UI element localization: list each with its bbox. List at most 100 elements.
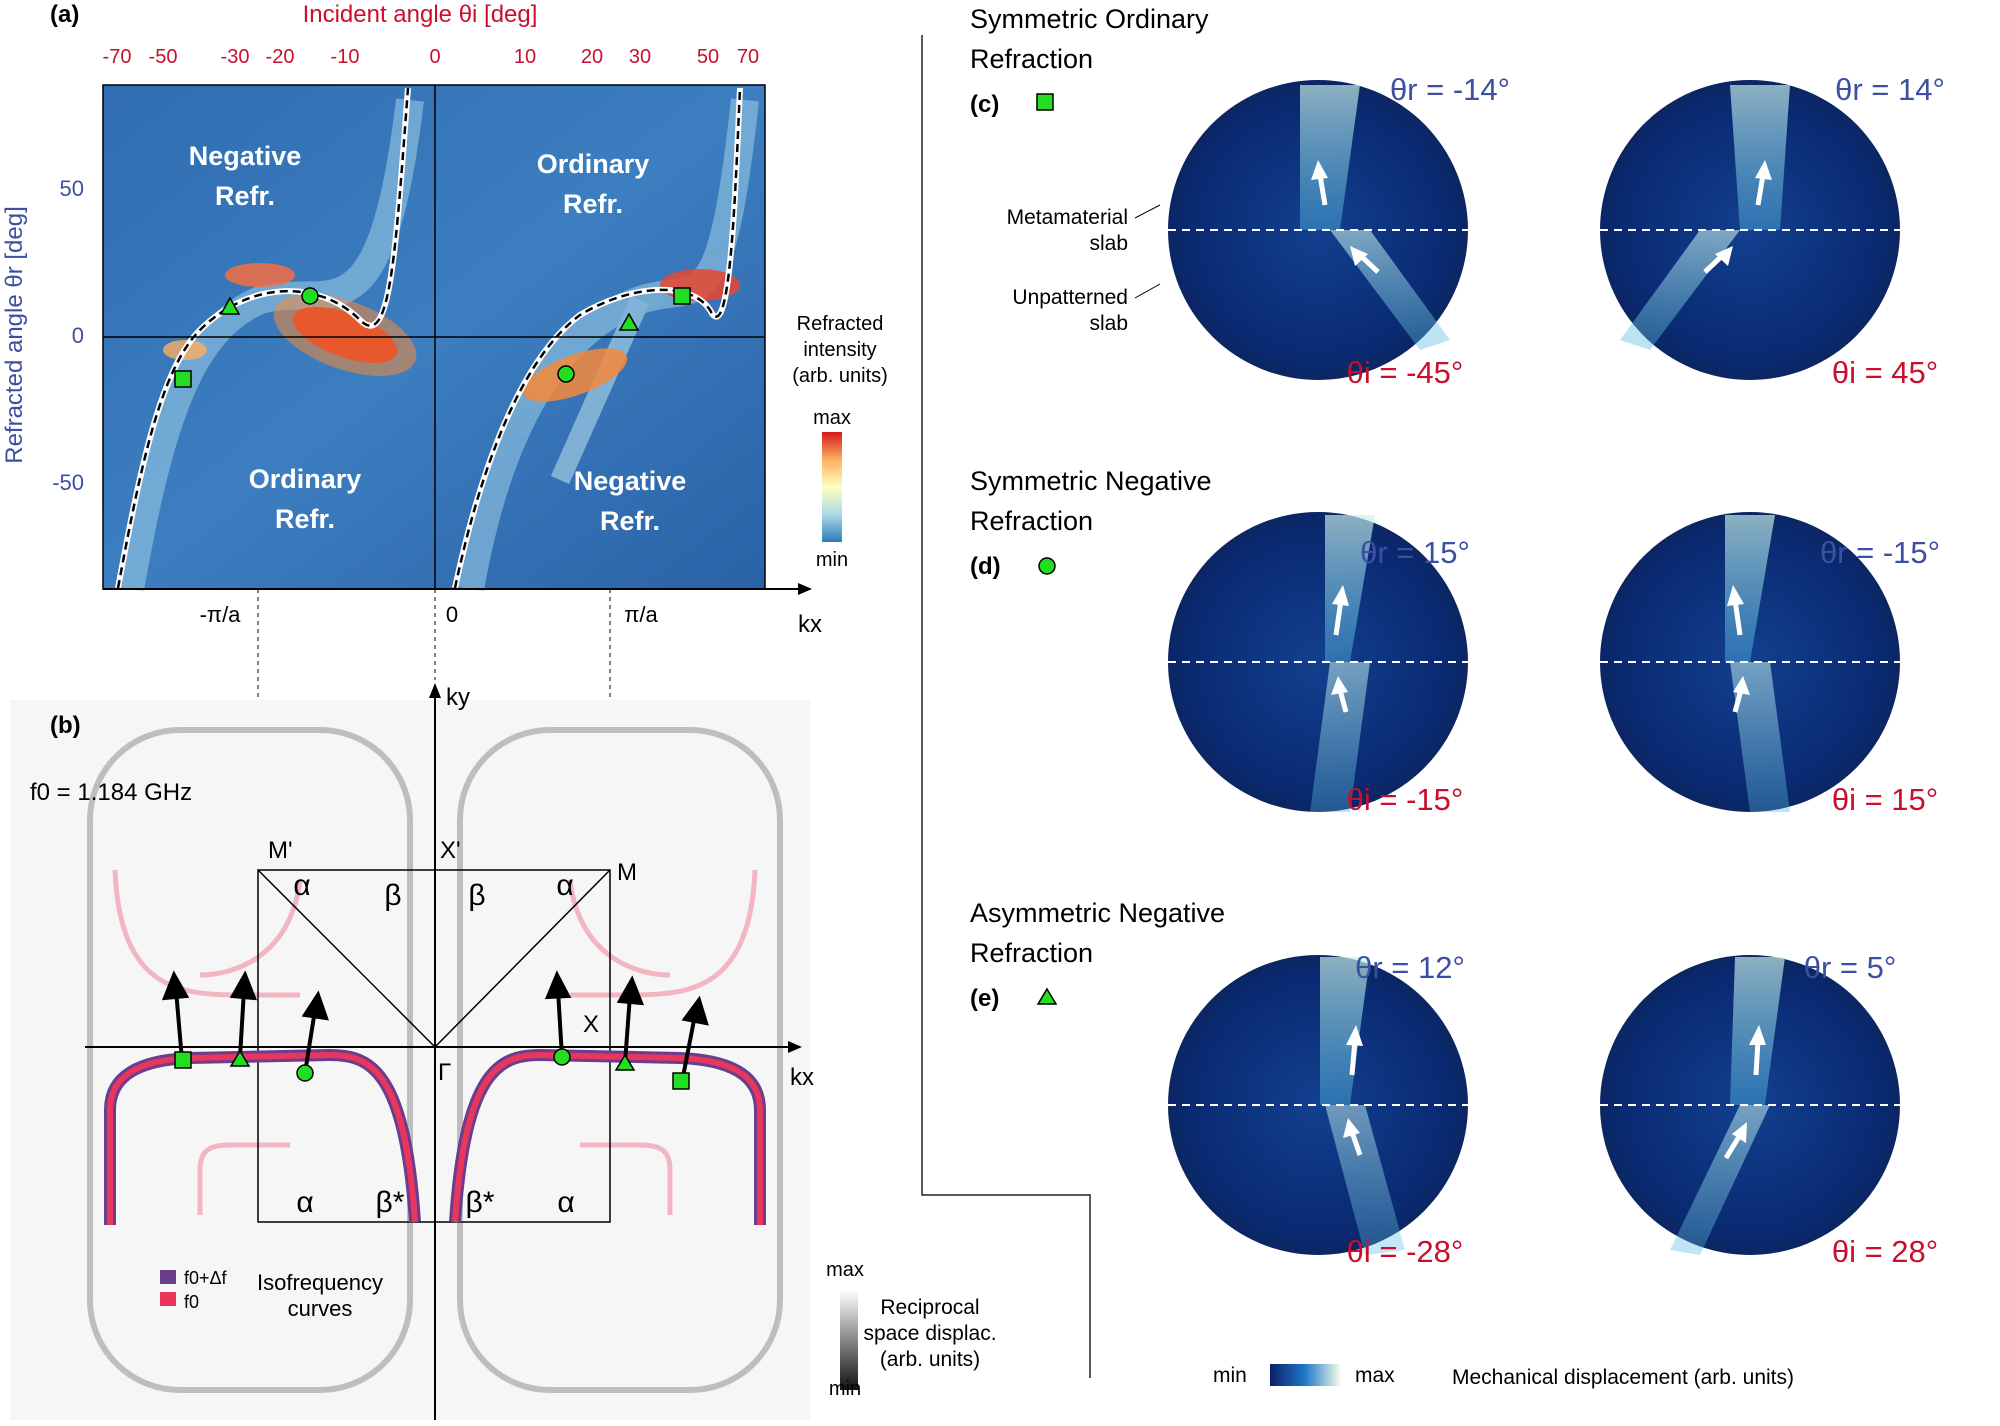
legend-swatch-pink [160, 1292, 176, 1306]
isofrequency-curves [104, 1048, 766, 1225]
e-right-theta-r: θr = 5° [1804, 950, 1897, 985]
colorbar-a-min: min [816, 549, 848, 571]
d-left-theta-i: θi = -15° [1347, 782, 1464, 817]
mech-colorbar-min: min [1213, 1364, 1247, 1387]
top-tick: 20 [581, 46, 603, 68]
field-disc-c-left [1168, 80, 1468, 380]
reciprocal-rings [87, 727, 783, 1393]
circle-marker [553, 1048, 571, 1066]
circle-marker [557, 365, 575, 383]
mech-colorbar-max: max [1355, 1364, 1395, 1387]
meta-label-2: slab [1089, 232, 1128, 255]
top-tick: -10 [331, 46, 360, 68]
unpat-label-1: Unpatterned [1012, 286, 1128, 309]
left-tick: -50 [52, 470, 84, 495]
left-tick: 50 [60, 176, 84, 201]
square-marker [673, 287, 691, 305]
panel-b-markers [174, 1048, 690, 1090]
panel-a-label: (a) [50, 1, 79, 28]
e-right-theta-i: θi = 28° [1832, 1234, 1938, 1269]
left-tick: 0 [72, 323, 84, 348]
zone-top: β [468, 879, 485, 912]
top-tick: -30 [221, 46, 250, 68]
colorbar-b-max: max [826, 1259, 864, 1281]
field-disc-d-right [1600, 512, 1900, 812]
top-tick: 10 [514, 46, 536, 68]
mechanical-colorbar: min max Mechanical displacement (arb. un… [1213, 1364, 1794, 1389]
c-left-theta-r: θr = -14° [1390, 72, 1510, 107]
d-right-theta-r: θr = -15° [1820, 535, 1940, 570]
zone-bottom: α [557, 1186, 574, 1219]
top-tick: 30 [629, 46, 651, 68]
panel-b-label: (b) [50, 712, 81, 739]
top-tick: 50 [697, 46, 719, 68]
colorbar-a-bar [822, 432, 842, 542]
slab-labels: Metamaterial slab Unpatterned slab [1007, 204, 1161, 335]
colorbar-a-max: max [813, 407, 851, 429]
e-left-theta-i: θi = -28° [1347, 1234, 1464, 1269]
top-tick: 70 [737, 46, 759, 68]
colorbar-b: max min Reciprocal space displac. (arb. … [826, 1259, 996, 1400]
panel-d-title-2: Refraction [970, 506, 1093, 536]
circle-marker [301, 287, 319, 305]
d-left-theta-r: θr = 15° [1360, 535, 1470, 570]
colorbar-a-title-3: (arb. units) [792, 365, 888, 387]
colorbar-b-min: min [829, 1378, 861, 1400]
circle-marker [1038, 557, 1056, 575]
zone-bottom: α [296, 1186, 313, 1219]
d-right-theta-i: θi = 15° [1832, 782, 1938, 817]
e-left-theta-r: θr = 12° [1355, 950, 1465, 985]
region-br-2: Refr. [600, 506, 660, 536]
unpat-label-2: slab [1089, 312, 1128, 335]
mech-colorbar-bar [1270, 1364, 1340, 1386]
panel-c-title-1: Symmetric Ordinary [970, 4, 1209, 34]
isofrequency-legend: f0+Δf f0 Isofrequency curves [160, 1268, 383, 1321]
kx-label-a: kx [798, 611, 822, 638]
top-ticks: -70 -50 -30 -20 -10 0 10 20 30 50 70 [103, 46, 760, 68]
field-disc-d-left [1168, 512, 1468, 812]
zone-bottom: β* [466, 1186, 495, 1219]
panel-a-markers [174, 287, 691, 388]
zone-top: α [556, 869, 573, 902]
colorbar-b-title-3: (arb. units) [880, 1348, 980, 1371]
zone-top: α [293, 869, 310, 902]
symmetry-points: M' X' M X Γ [268, 837, 637, 1086]
circle-marker [296, 1064, 314, 1082]
c-right-theta-r: θr = 14° [1835, 72, 1945, 107]
top-tick: -20 [266, 46, 295, 68]
panel-c: Symmetric Ordinary Refraction (c) Metama… [970, 4, 1945, 390]
zone-labels: α β β α α β* β* α [293, 869, 574, 1219]
colorbar-a-title-2: intensity [803, 339, 876, 361]
point-x: X [583, 1011, 599, 1038]
region-tr-1: Ordinary [537, 149, 650, 179]
square-marker [174, 370, 192, 388]
panel-c-title-2: Refraction [970, 44, 1093, 74]
triangle-marker [618, 312, 640, 331]
dispersion-curves [115, 87, 743, 589]
panel-d-label: (d) [970, 553, 1001, 580]
panel-d: Symmetric Negative Refraction (d) θr = 1… [970, 466, 1940, 817]
colorbar-b-bar [840, 1290, 858, 1390]
region-br-1: Negative [574, 466, 687, 496]
triangle-marker [229, 1049, 251, 1067]
field-disc-c-right [1600, 80, 1900, 380]
top-tick: -70 [103, 46, 132, 68]
bottom-ticks: -π/a 0 π/a [200, 602, 659, 627]
panel-c-label: (c) [970, 91, 999, 118]
panel-separator [921, 35, 1091, 1378]
panel-a: (a) Incident angle θi [deg] -70 -50 -30 … [1, 1, 888, 638]
mech-colorbar-title: Mechanical displacement (arb. units) [1452, 1366, 1794, 1389]
point-m-prime: M' [268, 837, 293, 864]
triangle-marker [219, 296, 241, 315]
region-labels: Negative Refr. Ordinary Refr. Ordinary R… [189, 141, 687, 536]
region-tr-2: Refr. [563, 189, 623, 219]
c-right-theta-i: θi = 45° [1832, 355, 1938, 390]
panel-b: (b) f0 = 1.184 GHz ky kx [10, 683, 997, 1420]
zone-bottom: β* [376, 1186, 405, 1219]
region-tl-2: Refr. [215, 181, 275, 211]
colorbar-a: Refracted intensity (arb. units) max min [792, 313, 888, 571]
field-disc-e-right [1600, 955, 1900, 1255]
field-disc-e-left [1168, 955, 1468, 1255]
c-left-theta-i: θi = -45° [1347, 355, 1464, 390]
colorbar-b-title-1: Reciprocal [880, 1296, 979, 1319]
